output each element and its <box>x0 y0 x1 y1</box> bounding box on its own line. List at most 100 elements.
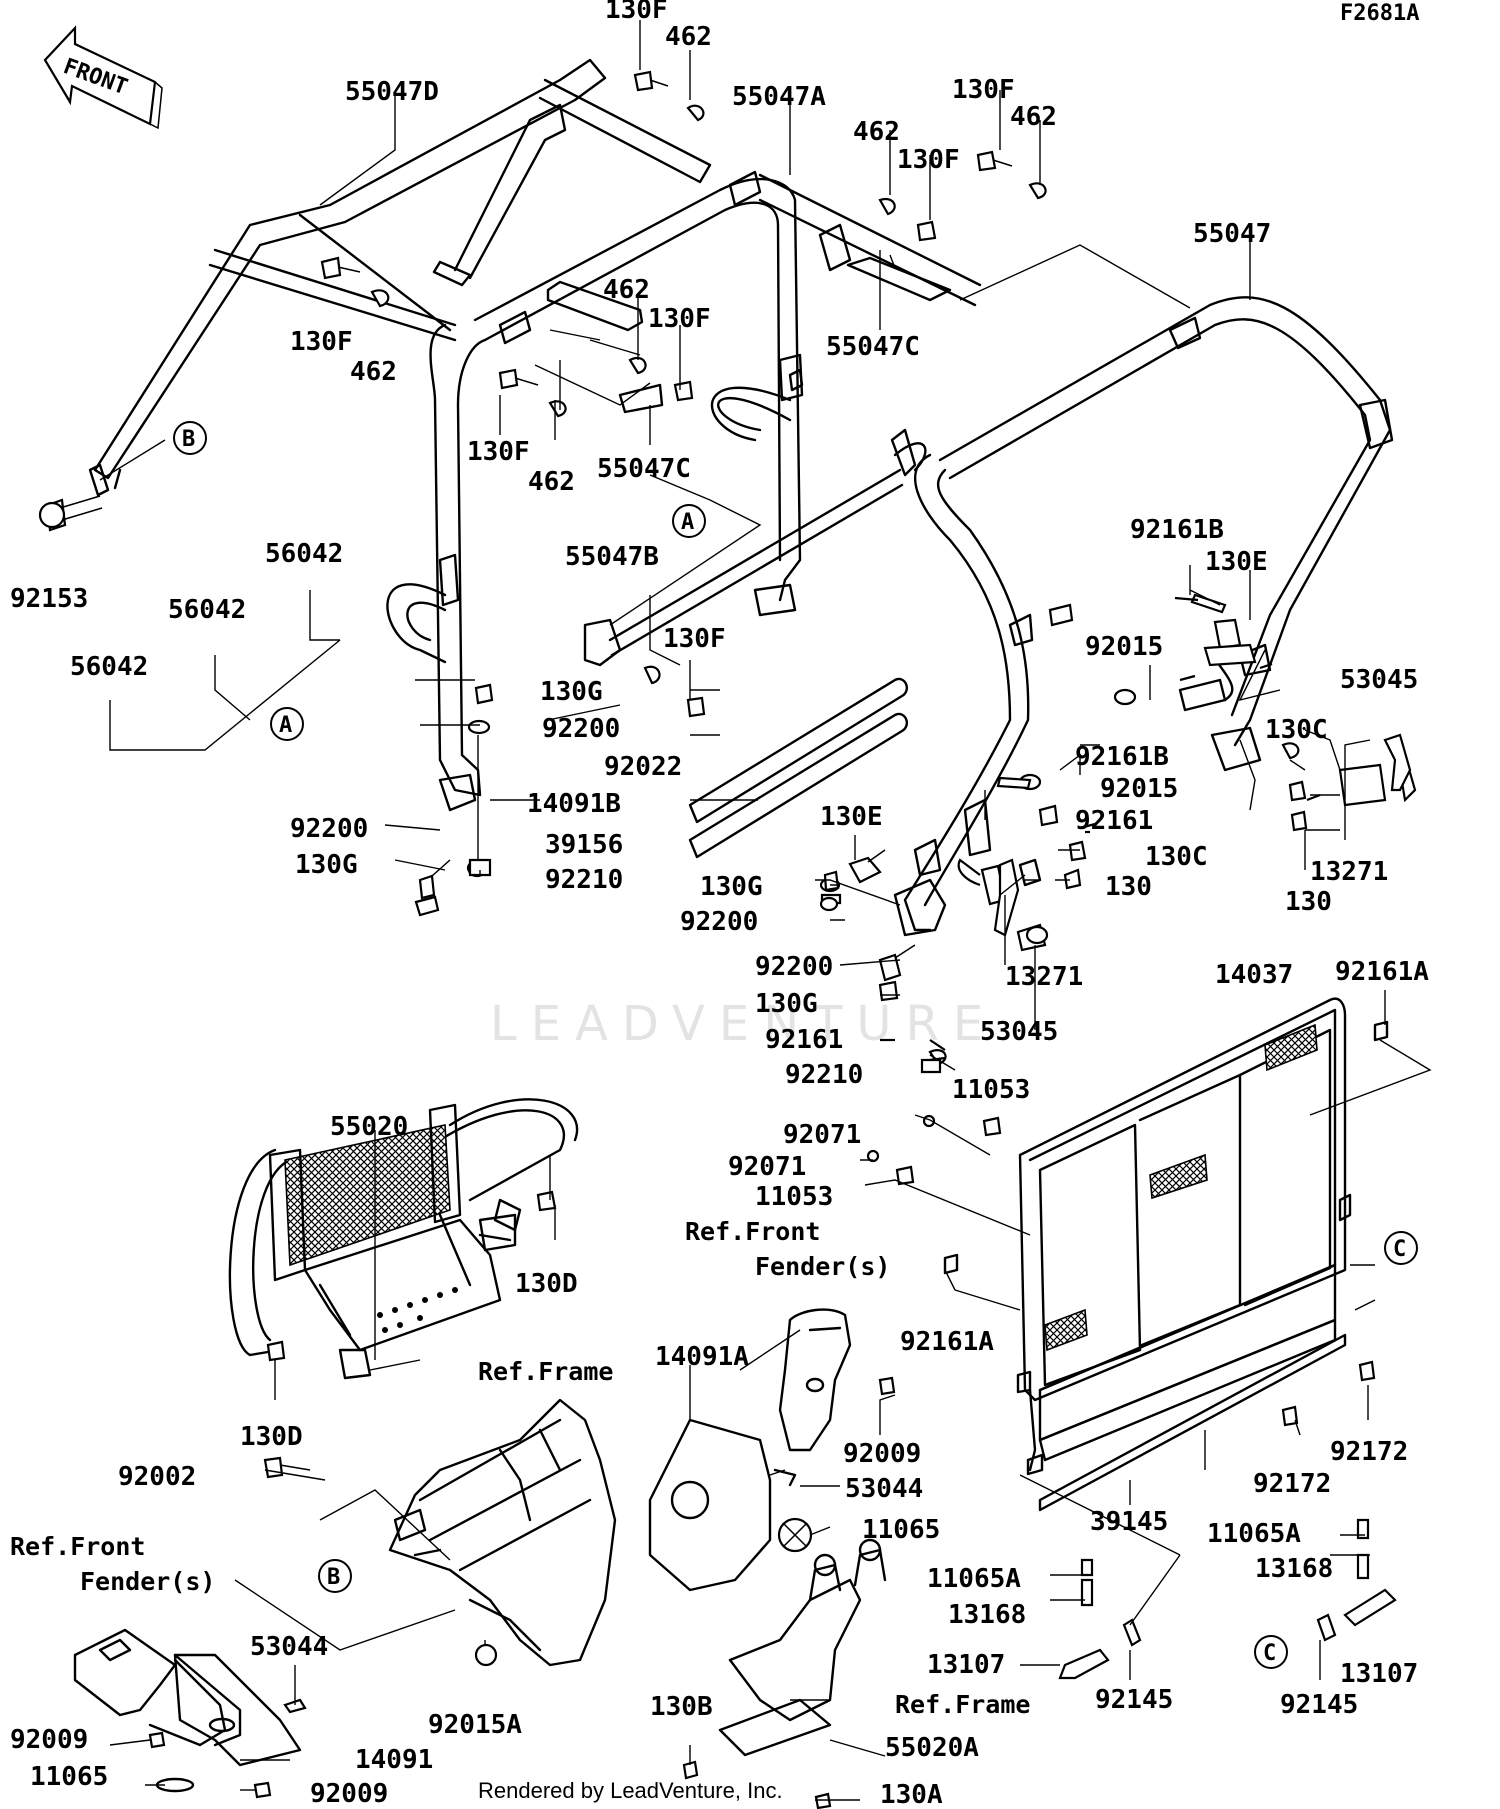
label-130f: 130F <box>648 304 711 334</box>
bolt-92172-left <box>1281 1405 1299 1427</box>
plate-14091 <box>173 1653 302 1767</box>
label-462: 462 <box>603 275 650 305</box>
label-92161a-lower <box>943 1253 959 1275</box>
label-92153: 92153 <box>10 584 88 614</box>
label-92002: 92002 <box>118 1462 196 1492</box>
label-11053: 11053 <box>755 1182 833 1212</box>
label-462: 462 <box>350 357 397 387</box>
label-92071: 92071 <box>728 1152 806 1182</box>
label-13107: 13107 <box>1340 1659 1418 1689</box>
svg-text:C: C <box>1263 1641 1276 1666</box>
label-14091: 14091 <box>355 1745 433 1775</box>
bolt-92172-right <box>1358 1360 1376 1382</box>
label-92172: 92172 <box>1253 1469 1331 1499</box>
front-guard-55020 <box>228 1098 579 1380</box>
label-92161: 92161 <box>1075 806 1153 836</box>
label-92161b: 92161B <box>1075 742 1169 772</box>
tube-14091b <box>688 677 909 859</box>
diagram-id: F2681A <box>1340 1 1419 26</box>
label-39145: 39145 <box>1090 1507 1168 1537</box>
callout-c-right: C <box>1384 1231 1418 1265</box>
label-11065: 11065 <box>862 1515 940 1545</box>
label-92145: 92145 <box>1280 1690 1358 1720</box>
ref-front-fender-right-l2: Fender(s) <box>755 1252 890 1281</box>
label-130f: 130F <box>663 624 726 654</box>
label-55020: 55020 <box>330 1112 408 1142</box>
label-130g: 130G <box>295 850 358 880</box>
label-13107: 13107 <box>927 1650 1005 1680</box>
callout-c-lower: C <box>1254 1635 1288 1669</box>
label-92161a-upper <box>1373 1020 1389 1042</box>
ref-frame-right: Ref.Frame <box>895 1690 1030 1719</box>
label-56042: 56042 <box>265 539 343 569</box>
label-92009: 92009 <box>10 1725 88 1755</box>
bolt-92009-c <box>878 1376 896 1396</box>
label-92145: 92145 <box>1095 1685 1173 1715</box>
label-130e: 130E <box>820 802 883 832</box>
label-92210: 92210 <box>785 1060 863 1090</box>
label-92071: 92071 <box>783 1120 861 1150</box>
label-130f: 130F <box>290 327 353 357</box>
label-130g: 130G <box>755 989 818 1019</box>
front-fender-left-reference <box>73 1628 242 1747</box>
ref-front-fender-left-l2: Fender(s) <box>80 1567 215 1596</box>
label-92015: 92015 <box>1100 774 1178 804</box>
label-53045: 53045 <box>980 1017 1058 1047</box>
label-130e: 130E <box>1205 547 1268 577</box>
svg-text:B: B <box>182 427 195 452</box>
callout-b-upper: B <box>173 421 207 455</box>
bolt-130d-lower <box>266 1340 286 1362</box>
frame-reference <box>388 1398 617 1667</box>
label-130b: 130B <box>650 1692 713 1722</box>
label-14091a: 14091A <box>655 1342 749 1372</box>
label-14091b: 14091B <box>527 789 621 819</box>
frame-right-reference <box>728 1538 887 1722</box>
label-11053: 11053 <box>952 1075 1030 1105</box>
pin-13107-right <box>1316 1518 1397 1642</box>
bolt-130d-upper <box>536 1190 557 1212</box>
ref-front-fender-right-l1: Ref.Front <box>685 1217 820 1246</box>
label-462: 462 <box>1010 102 1057 132</box>
callout-a-left: A <box>270 707 304 741</box>
label-130f: 130F <box>952 75 1015 105</box>
bolt-92009-b <box>253 1781 272 1799</box>
bolt-92002-shaft <box>279 1464 311 1471</box>
svg-text:B: B <box>327 1565 340 1590</box>
label-92009: 92009 <box>843 1439 921 1469</box>
roll-cage-assembly <box>88 58 1394 937</box>
label-55047b: 55047B <box>565 542 659 572</box>
label-55047a: 55047A <box>732 82 826 112</box>
svg-text:A: A <box>279 713 292 738</box>
label-53044: 53044 <box>250 1632 328 1662</box>
label-130c: 130C <box>1265 715 1328 745</box>
label-92200: 92200 <box>290 814 368 844</box>
nut-92015a <box>474 1643 498 1667</box>
label-14037: 14037 <box>1215 960 1293 990</box>
bolt-92009-a <box>148 1731 166 1749</box>
pin-13107-left <box>1058 1558 1142 1680</box>
footer-credit: Rendered by LeadVenture, Inc. <box>478 1778 783 1803</box>
label-130d: 130D <box>240 1422 303 1452</box>
label-92161a: 92161A <box>1335 957 1429 987</box>
label-55047d: 55047D <box>345 77 439 107</box>
bolt-92002 <box>263 1456 284 1479</box>
label-92015: 92015 <box>1085 632 1163 662</box>
label-92161: 92161 <box>765 1025 843 1055</box>
label-130d: 130D <box>515 1269 578 1299</box>
skid-55020a <box>718 1698 832 1757</box>
nut-92071-lower <box>866 1149 880 1163</box>
label-130f: 130F <box>897 145 960 175</box>
label-92172: 92172 <box>1330 1437 1408 1467</box>
label-130c: 130C <box>1145 842 1208 872</box>
clip-11053-lower <box>895 1165 915 1186</box>
panel-14091a-hole <box>670 1480 710 1520</box>
label-92009: 92009 <box>310 1779 388 1809</box>
label-92161b: 92161B <box>1130 515 1224 545</box>
clip-11053-upper <box>982 1116 1002 1137</box>
callout-a-upper: A <box>672 504 706 538</box>
watermark: LEADVENTURE <box>490 996 997 1052</box>
rear-screen-14037 <box>1016 997 1352 1476</box>
front-fender-right-reference <box>778 1308 852 1452</box>
label-92200: 92200 <box>755 952 833 982</box>
